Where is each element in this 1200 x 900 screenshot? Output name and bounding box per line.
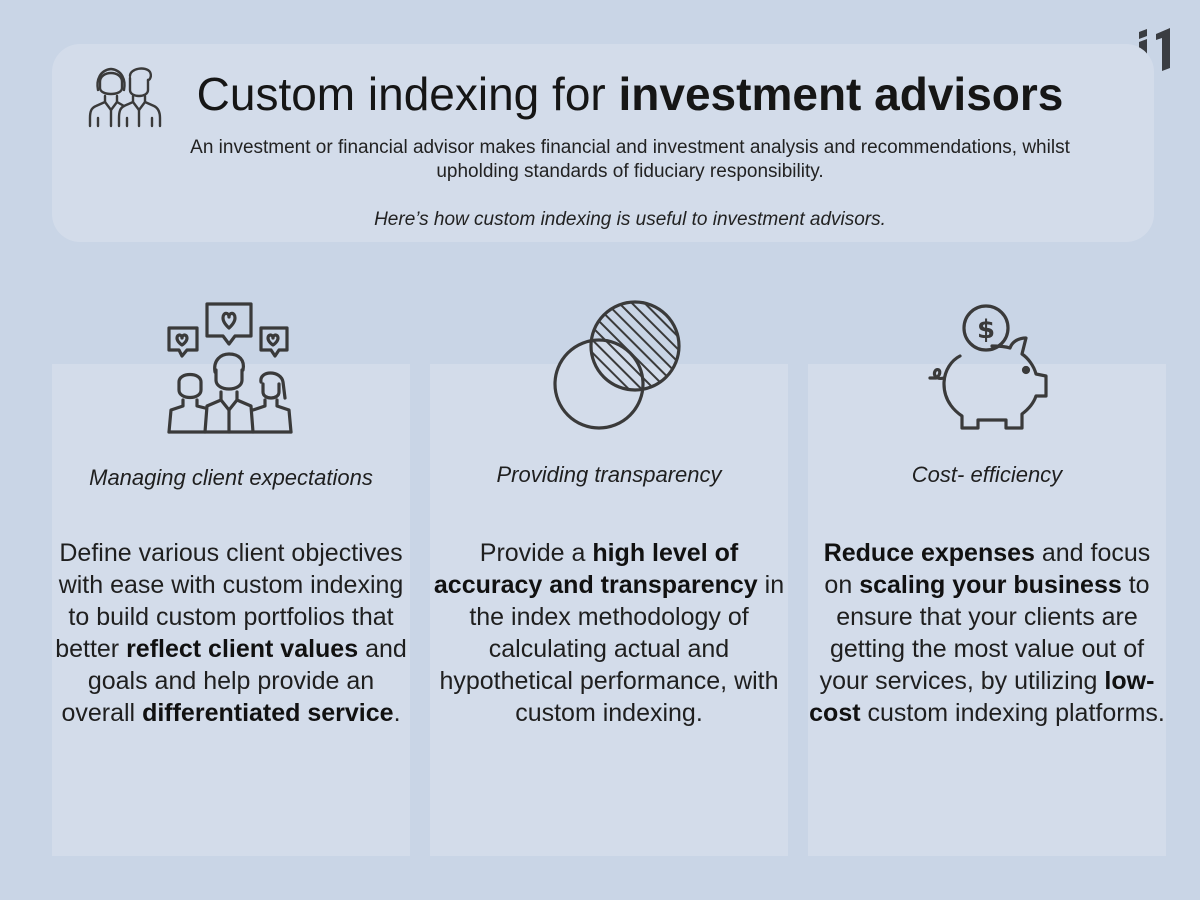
- card-cost-efficiency: [808, 364, 1166, 856]
- body-emphasis: scaling your business: [859, 571, 1122, 599]
- card-body-transparency: Provide a high level of accuracy and tra…: [430, 537, 788, 729]
- people-hearts-icon: [167, 302, 293, 434]
- header-description: An investment or financial advisor makes…: [190, 137, 1070, 182]
- body-emphasis: low-cost: [809, 667, 1155, 727]
- body-text: to ensure that your clients are getting …: [819, 571, 1150, 695]
- card-title-client-expectations: Managing client expectations: [89, 465, 373, 490]
- piggy-bank-icon: $: [928, 304, 1048, 430]
- card-transparency: [430, 364, 788, 856]
- card-body-client-expectations: Define various client objectives with ea…: [52, 537, 410, 729]
- page-title: Custom indexing for investment advisors: [150, 66, 1110, 122]
- body-text: Provide a: [479, 539, 593, 567]
- body-text: in the index methodology of calculating …: [439, 571, 785, 727]
- body-text: .: [393, 699, 401, 727]
- card-title-transparency: Providing transparency: [496, 462, 722, 487]
- svg-text:$: $: [977, 315, 995, 345]
- body-emphasis: differentiated service: [142, 699, 394, 727]
- card-body-cost-efficiency: Reduce expenses and focus on scaling you…: [808, 537, 1166, 729]
- body-emphasis: reflect client values: [126, 635, 359, 663]
- body-emphasis: high level of accuracy and transparency: [433, 539, 758, 599]
- card-title-cost-efficiency: Cost- efficiency: [911, 462, 1063, 487]
- header-panel: [52, 44, 1154, 242]
- header-lead: Here’s how custom indexing is useful to …: [374, 209, 886, 230]
- title-bold: investment advisors: [618, 68, 1064, 120]
- advisors-icon: [88, 67, 162, 128]
- venn-circles-icon: [553, 300, 681, 430]
- card-client-expectations: [52, 364, 410, 856]
- title-plain: Custom indexing for: [196, 68, 619, 120]
- body-text: and focus on: [824, 539, 1151, 599]
- body-text: Define various client objectives with ea…: [55, 539, 404, 663]
- body-text: and goals and help provide an overall: [61, 635, 407, 727]
- body-text: custom indexing platforms.: [860, 699, 1165, 727]
- body-emphasis: Reduce expenses: [823, 539, 1035, 567]
